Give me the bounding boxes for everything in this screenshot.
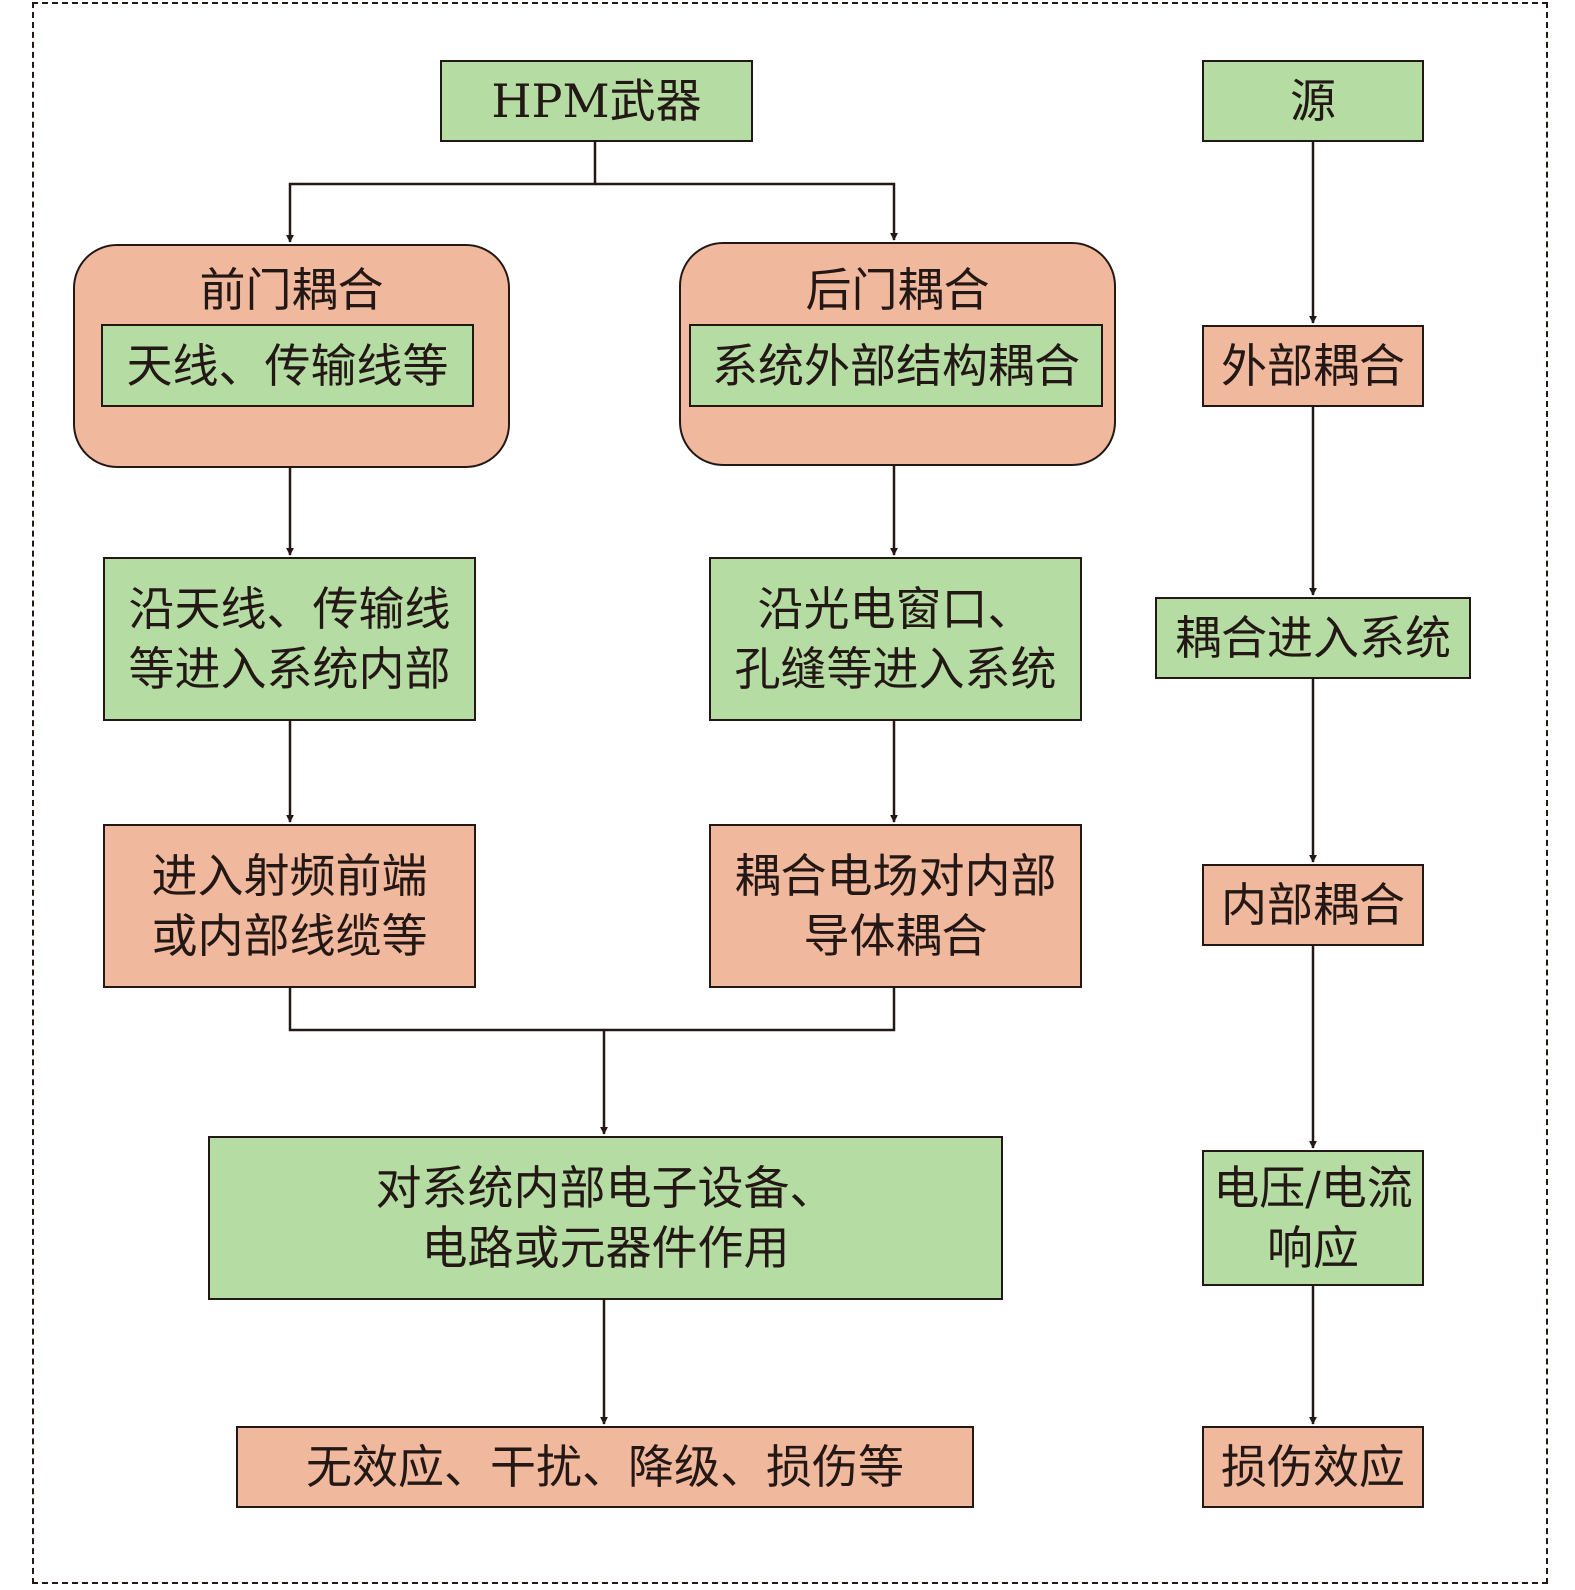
back-door-field-box: 耦合电场对内部 导体耦合: [709, 824, 1082, 988]
effect-result-box: 无效应、干扰、降级、损伤等: [236, 1426, 974, 1508]
effect-action-line-2: 电路或元器件作用: [421, 1221, 790, 1275]
back-door-path-box: 系统外部结构耦合: [689, 324, 1103, 407]
hpm-split-connector: [286, 142, 597, 243]
front-door-entry-line-2: 等进入系统内部: [128, 642, 451, 696]
hpm-weapon-box: HPM武器: [440, 60, 753, 142]
back-door-title: 后门耦合: [805, 263, 990, 317]
back-door-field-line-1: 耦合电场对内部: [734, 849, 1057, 903]
front-door-entry-box: 沿天线、传输线 等进入系统内部: [103, 557, 476, 721]
front-door-path-label: 天线、传输线等: [126, 338, 449, 393]
chain-response-line-2: 响应: [1267, 1221, 1359, 1275]
hpm-to-back-door-connector: [595, 182, 898, 241]
back-door-entry-line-2: 孔缝等进入系统: [734, 642, 1057, 696]
chain-response-box: 电压/电流 响应: [1202, 1150, 1424, 1286]
back-door-entry-box: 沿光电窗口、 孔缝等进入系统: [709, 557, 1082, 721]
effect-result-label: 无效应、干扰、降级、损伤等: [306, 1440, 904, 1494]
chain-source-label: 源: [1290, 74, 1336, 128]
front-door-entry-line-1: 沿天线、传输线: [128, 582, 451, 636]
front-door-frontend-line-1: 进入射频前端: [151, 849, 428, 903]
hpm-weapon-label: HPM武器: [491, 74, 702, 128]
effect-action-line-1: 对系统内部电子设备、: [375, 1161, 836, 1215]
chain-damage-box: 损伤效应: [1202, 1426, 1424, 1508]
chain-damage-label: 损伤效应: [1221, 1440, 1405, 1494]
chain-enter-label: 耦合进入系统: [1175, 611, 1451, 665]
front-door-title: 前门耦合: [199, 263, 384, 317]
chain-internal-box: 内部耦合: [1202, 864, 1424, 946]
front-door-path-box: 天线、传输线等: [101, 324, 474, 407]
front-door-frontend-box: 进入射频前端 或内部线缆等: [103, 824, 476, 988]
chain-response-line-1: 电压/电流: [1213, 1161, 1413, 1215]
chain-external-label: 外部耦合: [1221, 339, 1405, 393]
front-door-frontend-line-2: 或内部线缆等: [151, 909, 428, 963]
merge-connector: [288, 988, 896, 1032]
chain-enter-box: 耦合进入系统: [1155, 597, 1471, 679]
back-door-field-line-2: 导体耦合: [803, 909, 988, 963]
chain-internal-label: 内部耦合: [1221, 878, 1405, 932]
chain-external-box: 外部耦合: [1202, 325, 1424, 407]
back-door-entry-line-1: 沿光电窗口、: [757, 582, 1034, 636]
effect-action-box: 对系统内部电子设备、 电路或元器件作用: [208, 1136, 1003, 1300]
back-door-path-label: 系统外部结构耦合: [712, 338, 1080, 393]
dashed-frame: [32, 2, 1548, 1584]
chain-source-box: 源: [1202, 60, 1424, 142]
